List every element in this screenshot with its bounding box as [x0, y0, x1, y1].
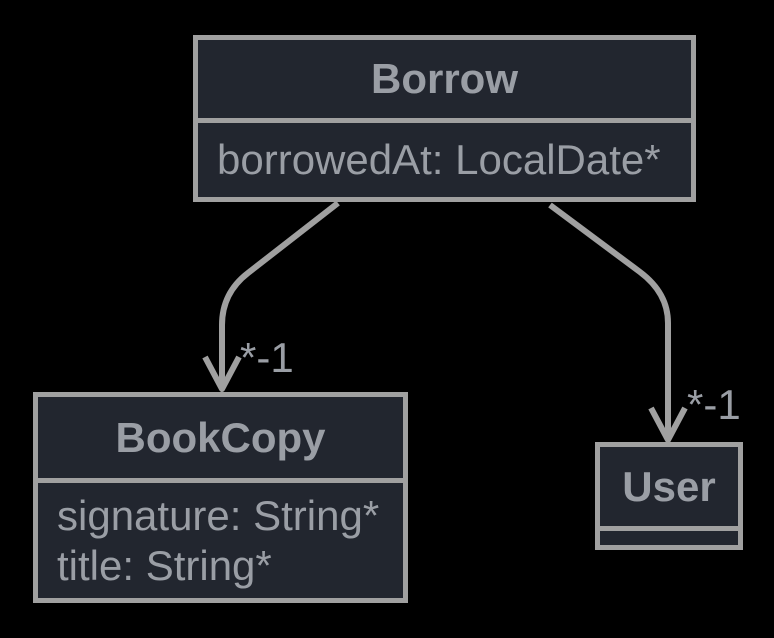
arrowhead-icon — [648, 406, 688, 443]
class-attributes-empty — [600, 531, 738, 545]
class-attribute: signature: String* — [57, 491, 380, 539]
edge-borrow-user — [548, 202, 688, 443]
class-user: User — [595, 442, 743, 550]
multiplicity-label-user: *-1 — [687, 381, 741, 428]
class-attribute: title: String* — [57, 541, 272, 589]
edge-line — [548, 202, 671, 436]
class-name: Borrow — [198, 40, 691, 123]
class-name: User — [600, 447, 738, 531]
class-attributes: signature: String* title: String* — [38, 483, 403, 598]
multiplicity-label-bookcopy: *-1 — [240, 334, 294, 381]
arrowhead-icon — [202, 355, 242, 392]
class-borrow: Borrow borrowedAt: LocalDate* — [193, 35, 696, 202]
edge-borrow-bookcopy — [202, 200, 340, 392]
edge-line — [219, 200, 340, 385]
class-attribute: borrowedAt: LocalDate* — [217, 136, 661, 183]
class-name: BookCopy — [38, 397, 403, 483]
class-bookcopy: BookCopy signature: String* title: Strin… — [33, 392, 408, 603]
class-attributes: borrowedAt: LocalDate* — [198, 123, 691, 197]
